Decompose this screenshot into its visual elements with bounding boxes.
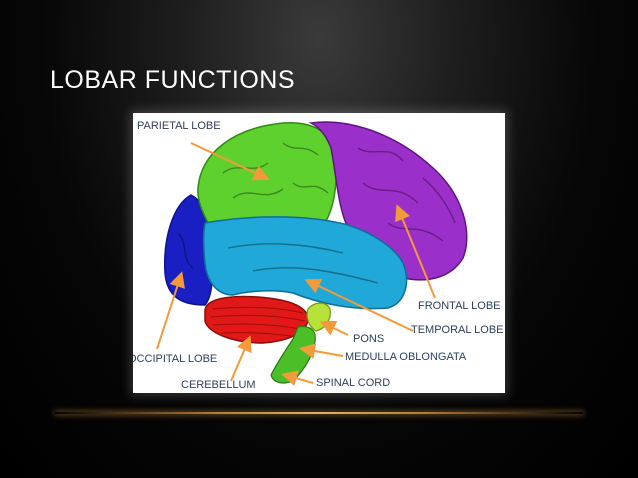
label-cerebellum: CEREBELLUM (181, 379, 256, 391)
arrow-medulla (299, 343, 344, 359)
arrow-cerebellum (230, 335, 252, 382)
cerebellum-folds (210, 306, 306, 337)
cerebellum-region (204, 295, 309, 344)
arrow-parietal (190, 142, 270, 181)
brain-diagram: PARIETAL LOBE FRONTAL LOBE TEMPORAL LOBE… (133, 120, 504, 391)
label-spinal-cord: SPINAL CORD (316, 377, 390, 389)
label-arrows (156, 142, 436, 386)
parietal-lobe-region (197, 122, 338, 226)
frontal-lobe-region (308, 121, 468, 281)
label-frontal-lobe: FRONTAL LOBE (418, 300, 501, 312)
pons-region (306, 302, 331, 332)
label-occipital-lobe: OCCIPITAL LOBE (133, 353, 217, 365)
label-temporal-lobe: TEMPORAL LOBE (411, 324, 504, 336)
arrow-occipital (156, 271, 185, 350)
slide-title: LOBAR FUNCTIONS (50, 66, 296, 94)
arrow-pons (319, 320, 349, 336)
brain-diagram-panel: PARIETAL LOBE FRONTAL LOBE TEMPORAL LOBE… (133, 113, 505, 393)
arrow-temporal (304, 278, 414, 332)
label-medulla-oblongata: MEDULLA OBLONGATA (345, 351, 467, 363)
arrow-frontal (395, 204, 436, 299)
decorative-divider-line (55, 412, 583, 414)
label-pons: PONS (353, 333, 384, 345)
arrow-spinal (281, 370, 314, 386)
label-parietal-lobe: PARIETAL LOBE (137, 120, 221, 132)
